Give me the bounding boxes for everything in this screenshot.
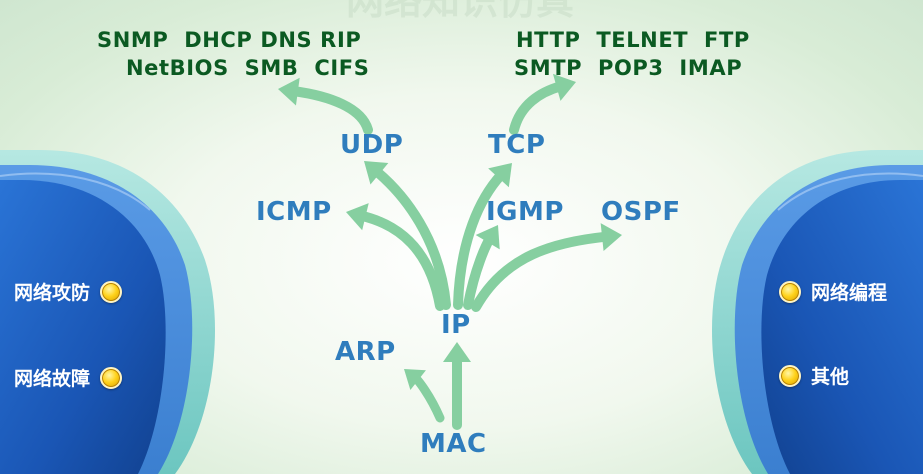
right-panel bbox=[712, 150, 923, 474]
node-arp: ARP bbox=[335, 337, 396, 367]
arrow-mac-to-arp bbox=[410, 373, 445, 423]
arrow-group bbox=[278, 73, 622, 430]
menu-network-faults[interactable]: 网络故障 bbox=[14, 364, 123, 391]
arrow-ip-to-ospf bbox=[471, 231, 612, 312]
arrow-ip-to-igmp-head-icon bbox=[475, 225, 500, 250]
arrow-udp-to-apps bbox=[288, 86, 373, 135]
menu-label: 其他 bbox=[811, 366, 850, 388]
arrow-ip-to-udp-head-icon bbox=[364, 161, 389, 185]
tcp-apps-line2: SMTP POP3 IMAP bbox=[514, 56, 743, 80]
tcp-apps-line1: HTTP TELNET FTP bbox=[516, 28, 750, 52]
arrow-ip-to-ospf-head-icon bbox=[600, 223, 622, 252]
yellow-dot-icon bbox=[779, 280, 801, 303]
node-tcp: TCP bbox=[488, 130, 546, 160]
yellow-dot-icon bbox=[779, 364, 801, 387]
arrow-udp-to-apps-head-icon bbox=[278, 77, 300, 106]
arrow-ip-to-tcp-head-icon bbox=[488, 163, 512, 188]
node-ip: IP bbox=[441, 310, 471, 340]
menu-network-programming[interactable]: 网络编程 bbox=[779, 278, 887, 305]
arrow-ip-to-icmp bbox=[356, 210, 445, 311]
node-icmp: ICMP bbox=[256, 197, 332, 227]
menu-network-attack-defense[interactable]: 网络攻防 bbox=[14, 278, 123, 305]
node-ospf: OSPF bbox=[601, 197, 681, 227]
udp-apps-line1: SNMP DHCP DNS RIP bbox=[97, 28, 362, 52]
arrow-tcp-to-apps bbox=[509, 81, 566, 135]
node-mac: MAC bbox=[420, 429, 487, 459]
menu-label: 网络编程 bbox=[811, 282, 888, 304]
yellow-dot-icon bbox=[100, 366, 123, 389]
menu-label: 网络故障 bbox=[14, 368, 91, 390]
yellow-dot-icon bbox=[100, 280, 123, 303]
udp-apps-line2: NetBIOS SMB CIFS bbox=[126, 56, 370, 80]
arrow-ip-to-udp bbox=[371, 166, 451, 310]
arrow-mac-to-ip-head-icon bbox=[443, 342, 471, 362]
left-panel bbox=[0, 150, 215, 474]
menu-other[interactable]: 其他 bbox=[779, 362, 849, 389]
arrow-ip-to-tcp bbox=[453, 169, 507, 310]
arrow-mac-to-arp-head-icon bbox=[404, 369, 426, 391]
node-udp: UDP bbox=[340, 130, 404, 160]
node-igmp: IGMP bbox=[486, 197, 564, 227]
watermark-text: 网络知识仿真 bbox=[346, 0, 574, 23]
menu-label: 网络攻防 bbox=[14, 282, 91, 304]
arrow-tcp-to-apps-head-icon bbox=[552, 73, 576, 101]
arrow-ip-to-icmp-head-icon bbox=[346, 203, 369, 231]
